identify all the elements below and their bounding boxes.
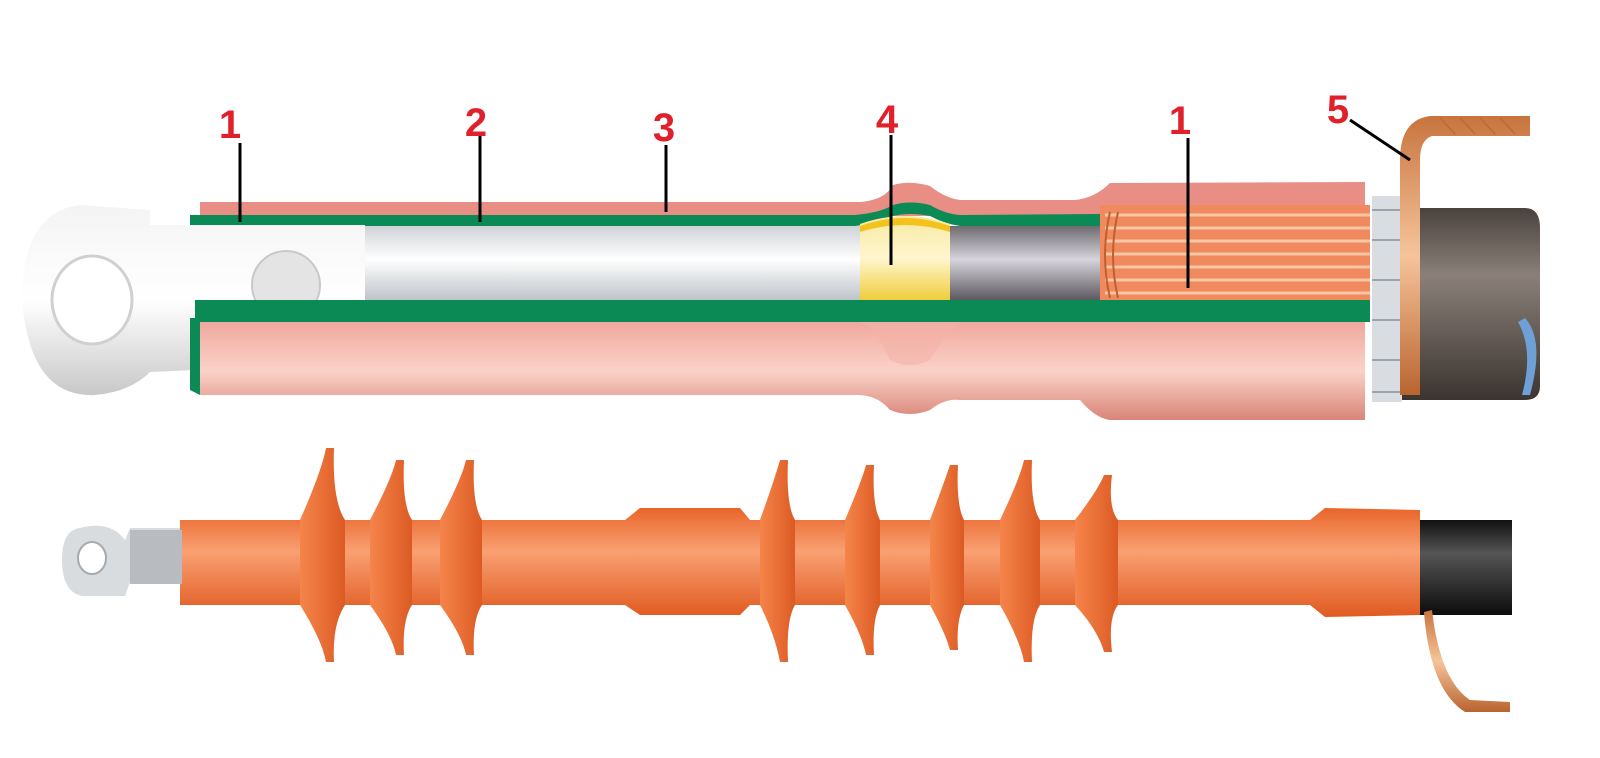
shed [300,448,345,662]
shed [440,460,482,655]
callout-2: 2 [464,101,488,145]
insulator-body [180,508,1420,617]
insulator-sheds [300,448,1118,662]
insulation-layer [360,226,860,300]
earth-lead [1400,116,1530,395]
outer-sleeve-bottom [200,322,1365,420]
void-filler [860,216,950,300]
void-filler-edge [860,218,950,232]
bottom-lug-hole [77,541,107,575]
callout-3: 3 [652,106,676,150]
shed [930,465,964,650]
stress-layer-bottom [195,300,1370,322]
outer-sleeve-shade [860,322,960,365]
callout-1b: 1 [1168,99,1192,143]
screen-wire-ends [1104,211,1119,299]
shed [845,465,880,655]
lug-bolt-hole [50,254,134,346]
callout-leaders [238,118,1411,288]
cable-black-sheath [1420,520,1512,615]
shed [1075,475,1118,652]
bottom-lug-barrel [130,530,182,584]
stress-layer-top [190,202,1370,226]
leader-5 [1349,118,1411,162]
callout-5: 5 [1326,88,1350,132]
callout-1a: 1 [218,103,242,147]
earth-wire-tail [1424,610,1510,712]
semi-conductive-screen [950,226,1105,300]
outer-sleeve-top [200,182,1365,216]
shed [1000,460,1040,662]
shed [760,460,795,662]
stress-layer-left-edge [190,318,200,395]
callout-4: 4 [875,98,899,142]
finished-termination [62,448,1512,712]
screen-wires [1105,213,1370,295]
shed [370,460,412,655]
earth-braid [1372,196,1402,402]
cutaway-termination [22,116,1540,420]
cable-jacket-tip [1518,318,1537,395]
earth-lead-strands [1439,117,1516,135]
